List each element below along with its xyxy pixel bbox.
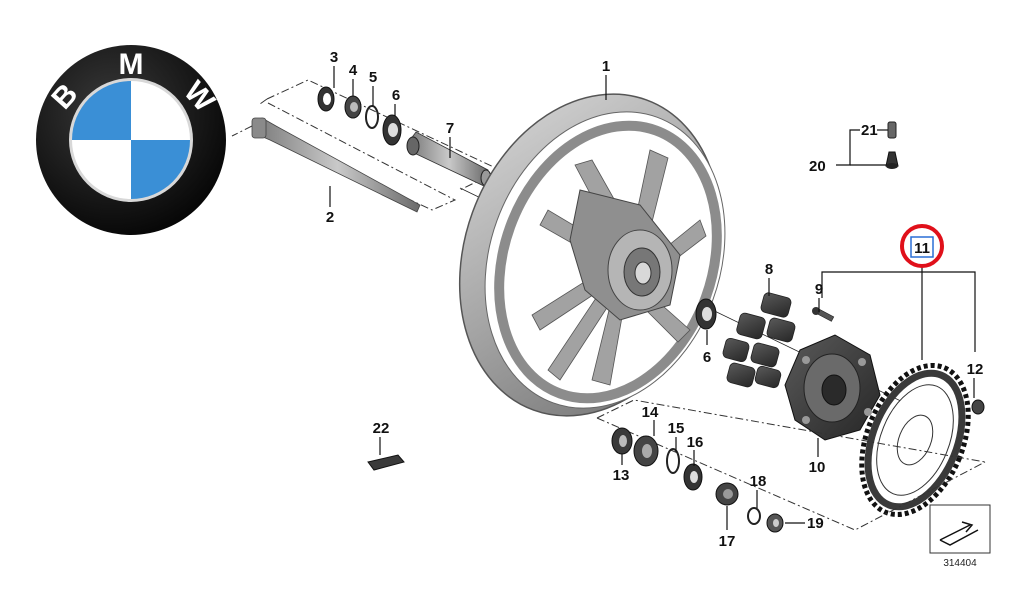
label-17: 17: [719, 533, 736, 550]
label-8: 8: [765, 261, 773, 278]
label-21: 21: [861, 122, 878, 139]
part-17-spacer: [715, 482, 739, 506]
label-18: 18: [750, 473, 767, 490]
logo-quadrant-white-top-right: [131, 81, 190, 140]
label-13: 13: [613, 467, 630, 484]
part-10-sprocket-carrier: [784, 334, 881, 441]
highlight-ring: [900, 224, 944, 268]
part-18-washer: [747, 507, 761, 525]
part-22-weight: [367, 454, 405, 471]
highlight-box: [910, 236, 934, 258]
reference-number: 314404: [943, 558, 977, 569]
reference-frame: [929, 504, 991, 554]
label-15: 15: [668, 420, 685, 437]
part-5-circlip: [365, 105, 379, 129]
part-13-bearing: [611, 427, 633, 455]
part-4-bearing: [344, 95, 362, 119]
label-9: 9: [815, 281, 823, 298]
part-1-wheel: [458, 93, 726, 417]
label-2: 2: [326, 209, 334, 226]
label-1: 1: [602, 58, 610, 75]
label-6b: 6: [703, 349, 711, 366]
part-3-seal: [317, 86, 335, 112]
label-3: 3: [330, 49, 338, 66]
label-10: 10: [809, 459, 826, 476]
logo-quadrant-blue-bottom-right: [131, 140, 190, 199]
part-19-nut: [766, 513, 784, 533]
label-11: 11: [914, 240, 930, 257]
logo-quadrant-blue-top-left: [72, 81, 131, 140]
label-14: 14: [642, 404, 659, 421]
part-labels: 1 2 3 4 5 6 6 7 8 9 10 11 12 13 14 15 16…: [326, 49, 984, 550]
part-6-seal: [382, 114, 402, 146]
part-15-circlip: [666, 448, 680, 474]
highlight-part-11: [900, 224, 944, 268]
part-7-spacer-sleeve: [406, 131, 492, 187]
part-14-bearing: [633, 435, 659, 467]
bmw-logo: B M W: [36, 45, 226, 235]
label-16: 16: [687, 434, 704, 451]
label-5: 5: [369, 69, 377, 86]
part-axle: [251, 117, 421, 213]
axle-group-frame: [231, 79, 502, 211]
logo-quadrants: [72, 81, 190, 199]
part-16-seal: [683, 463, 703, 491]
label-22: 22: [373, 420, 390, 437]
part-20-valve: [885, 151, 899, 169]
part-21-valve-cap: [887, 121, 897, 139]
label-12: 12: [967, 361, 984, 378]
label-20: 20: [809, 158, 826, 175]
label-7: 7: [446, 120, 454, 137]
label-4: 4: [349, 62, 358, 79]
lower-group-frame: [596, 399, 986, 531]
part-9-bolt: [812, 307, 835, 322]
part-8-cush-drive-rubbers: [722, 292, 796, 389]
reference-box: 314404: [929, 504, 991, 569]
part-12-nut: [971, 399, 985, 415]
label-19: 19: [807, 515, 824, 532]
logo-letter-m: M: [119, 48, 144, 81]
reference-arrow-icon: [939, 521, 979, 546]
logo-quadrant-white-bottom-left: [72, 140, 131, 199]
label-6a: 6: [392, 87, 400, 104]
leader-lines: [329, 66, 976, 530]
part-6b-seal: [695, 298, 717, 330]
